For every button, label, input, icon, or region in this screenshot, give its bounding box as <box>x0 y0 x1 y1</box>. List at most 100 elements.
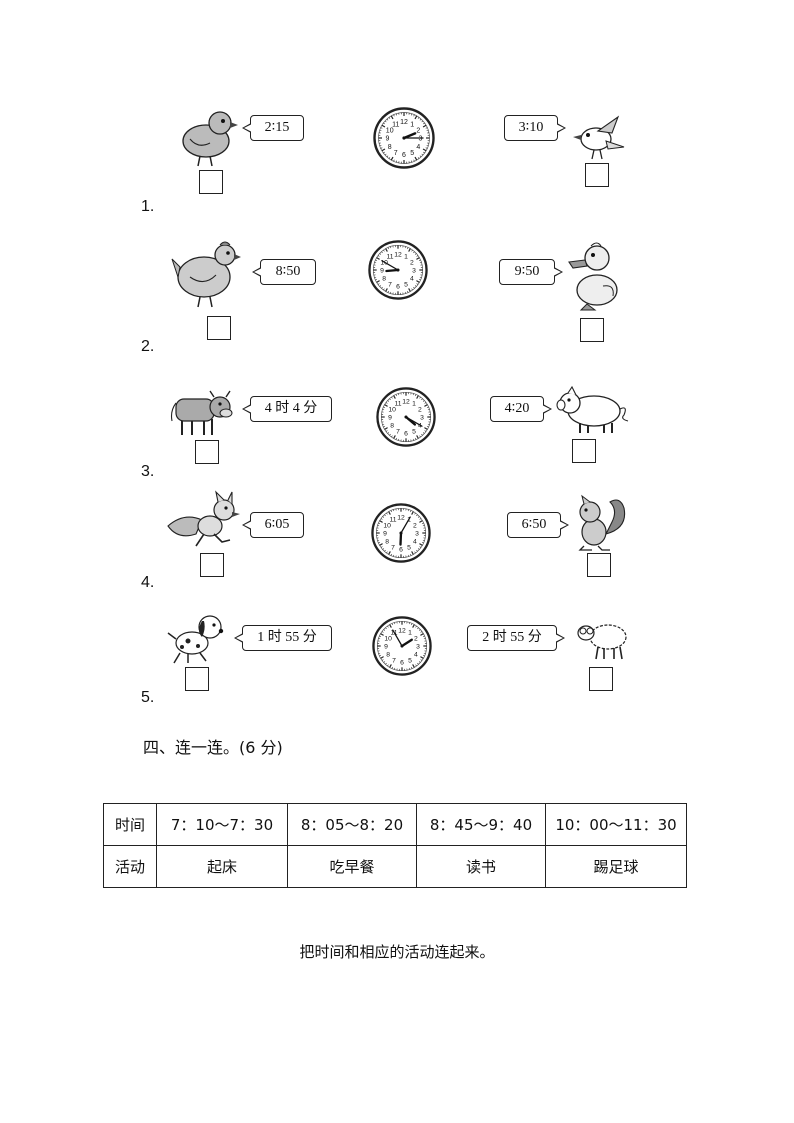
clock-tick <box>381 286 383 289</box>
clock-tick <box>384 549 386 552</box>
time-cell[interactable]: 8：05～8：20 <box>287 803 417 846</box>
time-cell[interactable]: 10：00～11：30 <box>545 803 687 846</box>
clock-tick <box>423 638 426 640</box>
clock-tick <box>384 427 388 430</box>
clock-tick <box>389 664 392 668</box>
clock-tick <box>383 151 385 154</box>
answer-box[interactable] <box>587 553 611 577</box>
clock-tick <box>377 255 380 257</box>
table-row-times: 时间 7：10～7：30 8：05～8：20 8：45～9：40 10：00～1… <box>103 803 687 846</box>
clock-tick <box>411 666 413 669</box>
clock-number: 9 <box>380 268 384 275</box>
clock-tick <box>374 262 377 264</box>
clock-tick <box>381 659 384 661</box>
clock-tick <box>385 627 387 630</box>
clock-tick <box>384 404 388 407</box>
activity-cell[interactable]: 吃早餐 <box>287 845 417 888</box>
clock-tick <box>382 548 385 550</box>
clock-tick <box>423 652 426 654</box>
time-bubble-right: 4∶20 <box>490 396 552 422</box>
clock-tick <box>386 512 388 515</box>
time-cell[interactable]: 8：45～9：40 <box>416 803 546 846</box>
clock-number: 3 <box>416 644 420 651</box>
time-bubble-right: 2 时 55 分 <box>467 625 565 651</box>
clock-tick <box>383 288 385 291</box>
clock-tick <box>404 246 406 249</box>
clock-tick <box>418 629 421 631</box>
answer-box[interactable] <box>199 170 223 194</box>
clock-tick <box>412 624 415 628</box>
answer-box[interactable] <box>195 440 219 464</box>
clock-tick <box>408 288 411 292</box>
activity-cell[interactable]: 踢足球 <box>545 845 687 888</box>
activity-cell[interactable]: 起床 <box>156 845 288 888</box>
answer-box[interactable] <box>585 163 609 187</box>
clock-tick <box>421 153 424 156</box>
clock-tick <box>424 402 427 404</box>
clock-tick <box>411 249 413 252</box>
clock-tick <box>422 432 425 434</box>
duck-icon <box>568 242 618 311</box>
clock-tick <box>381 124 386 128</box>
clock-tick <box>422 539 425 541</box>
answer-box[interactable] <box>589 667 613 691</box>
pig-icon <box>556 385 629 433</box>
clock-tick <box>390 246 392 249</box>
clock-tick <box>417 157 420 159</box>
clock-tick <box>425 147 428 149</box>
clock-inner-ring <box>376 620 428 672</box>
clock-number: 12 <box>398 628 406 635</box>
clock-tick <box>413 114 415 117</box>
clock-tick <box>419 276 422 278</box>
clock-number: 4 <box>414 652 418 659</box>
clock-tick <box>419 543 423 546</box>
clock-tick <box>379 655 382 657</box>
clock-tick <box>379 543 383 546</box>
clock-tick <box>378 638 381 640</box>
clock-tick <box>393 554 395 557</box>
activity-cell[interactable]: 读书 <box>416 845 546 888</box>
clock-tick <box>393 114 395 117</box>
clock-tick <box>404 291 406 294</box>
clock-center <box>402 136 406 140</box>
answer-box[interactable] <box>185 667 209 691</box>
clock-tick <box>410 510 412 513</box>
clock-tick <box>421 542 424 544</box>
clock-tick <box>383 122 385 125</box>
answer-box[interactable] <box>200 553 224 577</box>
answer-box[interactable] <box>572 439 596 463</box>
clock-number: 2 <box>413 523 417 530</box>
clock-tick <box>377 283 380 285</box>
clock-tick <box>408 248 411 252</box>
clock-number: 7 <box>392 657 396 664</box>
clock-tick <box>423 122 425 125</box>
clock-number: 4 <box>410 276 414 283</box>
clock-number: 1 <box>410 121 414 128</box>
clock-tick <box>390 115 394 120</box>
clock-number: 3 <box>412 268 416 275</box>
clock-tick <box>383 249 385 252</box>
clock-number: 9 <box>383 531 387 538</box>
answer-box[interactable] <box>580 318 604 342</box>
answer-box[interactable] <box>207 316 231 340</box>
clock-tick <box>380 518 383 520</box>
clock-number: 4 <box>413 539 417 546</box>
clock-tick <box>416 280 420 283</box>
clock-tick <box>379 253 382 255</box>
clock-number: 10 <box>384 636 392 643</box>
clock-tick <box>387 664 389 667</box>
clock-tick <box>391 666 393 669</box>
time-cell[interactable]: 7：10～7：30 <box>156 803 288 846</box>
clock-tick <box>393 509 395 512</box>
clock-tick <box>417 627 419 630</box>
clock-number: 9 <box>384 644 388 651</box>
clock-tick <box>414 115 418 120</box>
cow-icon <box>170 390 233 435</box>
clock-number: 9 <box>388 415 392 422</box>
clock-tick <box>389 433 391 436</box>
clock-tick <box>411 288 413 291</box>
clock-number: 6 <box>399 546 403 553</box>
clock-tick <box>416 435 419 439</box>
clock-number: 7 <box>396 428 400 435</box>
